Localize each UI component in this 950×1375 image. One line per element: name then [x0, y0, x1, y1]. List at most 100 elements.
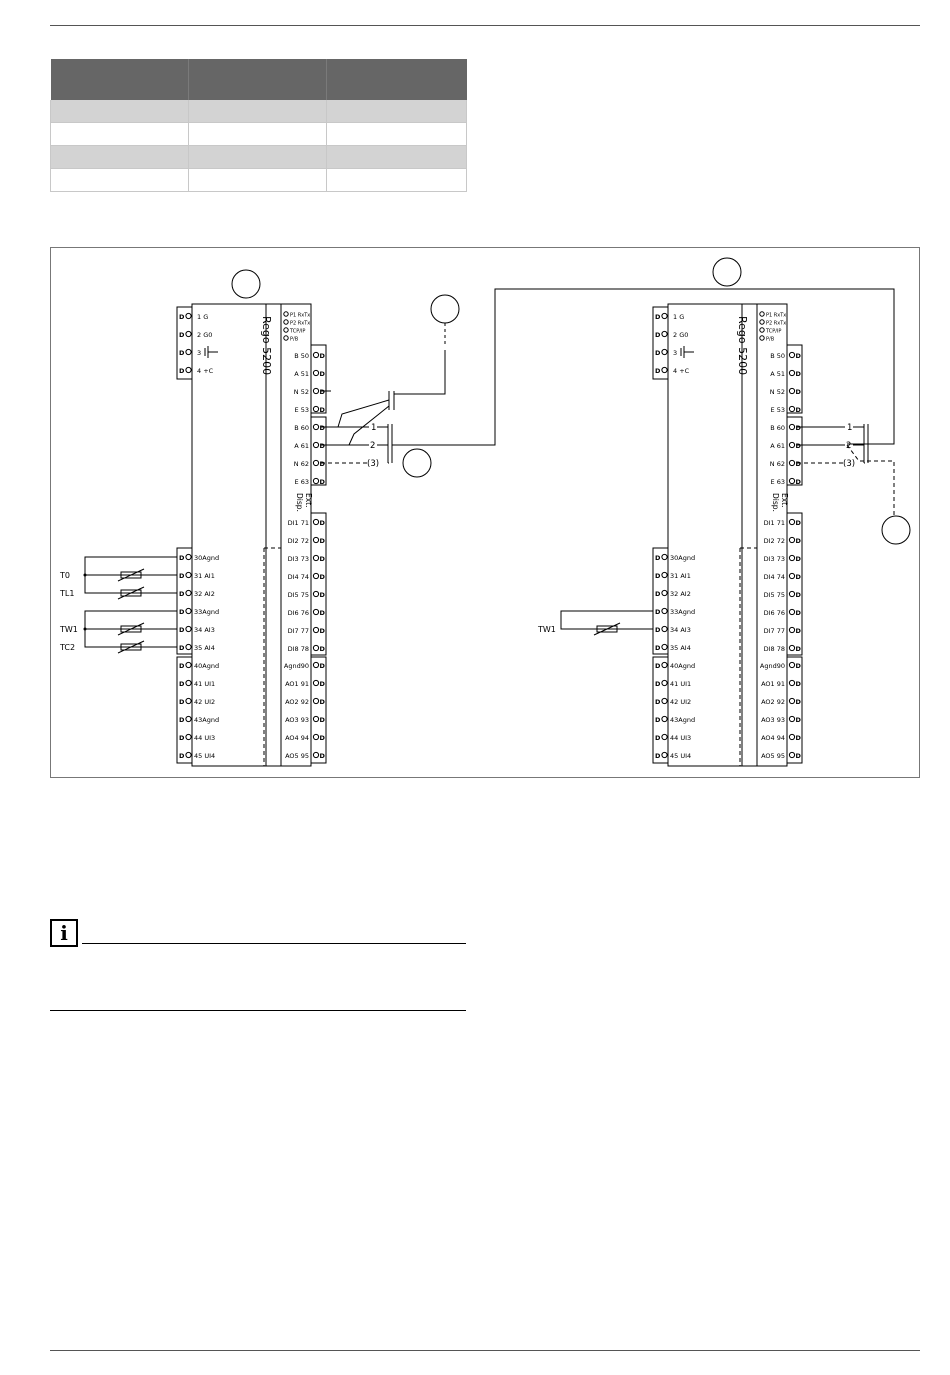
analog-output-terminal-d: D: [320, 698, 326, 706]
resistor-tw1-arrow: [117, 622, 145, 636]
digital-input-terminal-screw: [788, 536, 796, 544]
bus-wire-label: (3): [367, 459, 379, 469]
analog-input-terminal-d: D: [655, 752, 661, 760]
status-led-label: P/B: [766, 337, 775, 343]
analog-input-terminal-d: D: [179, 698, 185, 706]
analog-input-label: 33Agnd: [670, 608, 695, 616]
digital-input-terminal-screw: [788, 590, 796, 598]
digital-input-label: DI3 73: [764, 555, 785, 563]
analog-input-label: 42 UI2: [194, 698, 215, 706]
comm-terminal-d: D: [320, 442, 326, 450]
power-terminal-label: 2 G0: [673, 331, 688, 339]
analog-input-label: 34 AI3: [670, 626, 691, 634]
comm-connector-block-1: [310, 344, 327, 414]
analog-input-terminal-screw: [661, 607, 668, 615]
status-led-label: P2 RxTx: [766, 321, 786, 327]
analog-input-terminal-screw: [661, 643, 668, 651]
analog-input-label: 43Agnd: [670, 716, 695, 724]
comm-terminal-screw: [788, 441, 796, 449]
analog-output-label: AO2 92: [761, 698, 785, 706]
analog-input-label: 32 AI2: [194, 590, 215, 598]
analog-input-label: 45 UI4: [670, 752, 691, 760]
analog-output-terminal-screw: [312, 697, 320, 705]
comm-connector-block-2: [310, 416, 327, 486]
power-connector-block: [652, 306, 669, 380]
analog-output-terminal-d: D: [796, 698, 802, 706]
analog-input-terminal-d: D: [179, 608, 185, 616]
comm-terminal-label: N 62: [294, 460, 309, 468]
comm-terminal-label: E 63: [295, 478, 309, 486]
digital-input-terminal-d: D: [320, 645, 326, 653]
spec-table: [50, 59, 467, 192]
analog-output-terminal-screw: [788, 661, 796, 669]
comm-terminal-d: D: [796, 460, 802, 468]
power-terminal-screw: [661, 312, 668, 320]
digital-input-terminal-screw: [312, 554, 320, 562]
table-cell: [326, 145, 467, 169]
digital-input-label: DI7 77: [764, 627, 785, 635]
spec-table-header: [50, 59, 467, 100]
digital-input-label: DI7 77: [288, 627, 309, 635]
controller-body: [191, 303, 267, 767]
power-terminal-label: 1 G: [673, 313, 684, 321]
comm-terminal-screw: [788, 369, 796, 377]
table-cell: [326, 122, 467, 146]
analog-input-terminal-screw: [661, 553, 668, 561]
analog-input-terminal-d: D: [179, 734, 185, 742]
analog-input-terminal-screw: [185, 733, 192, 741]
digital-input-label: DI4 74: [288, 573, 309, 581]
analog-output-terminal-d: D: [796, 716, 802, 724]
comm-terminal-d: D: [796, 424, 802, 432]
comm-connector-block-2: [786, 416, 803, 486]
analog-output-terminal-screw: [312, 715, 320, 723]
comm-terminal-d: D: [796, 370, 802, 378]
table-cell: [326, 168, 467, 192]
resistor-tl1-arrow: [117, 586, 145, 600]
digital-input-label: DI5 75: [288, 591, 309, 599]
info-rule-top: [82, 943, 466, 944]
bus-wire-label: 2: [846, 441, 851, 451]
analog-output-label: AO1 91: [761, 680, 785, 688]
analog-input-terminal-d: D: [655, 554, 661, 562]
power-terminal-d: D: [655, 349, 661, 357]
callout-circle: [402, 448, 432, 478]
comm-terminal-d: D: [320, 406, 326, 414]
status-led: [759, 335, 765, 341]
digital-input-terminal-d: D: [796, 627, 802, 635]
status-led: [759, 311, 765, 317]
status-led: [283, 327, 289, 333]
resistor-tw1: [120, 625, 142, 633]
info-glyph: i: [60, 921, 68, 945]
analog-input-terminal-d: D: [655, 590, 661, 598]
power-terminal-screw: [661, 330, 668, 338]
loop-wire-2: [348, 405, 390, 446]
analog-output-terminal-d: D: [320, 752, 326, 760]
analog-input-terminal-screw: [185, 697, 192, 705]
analog-input-terminal-d: D: [179, 626, 185, 634]
power-terminal-screw: [185, 366, 192, 374]
sensor-label-right-tw1: TW1: [537, 625, 556, 634]
status-led-label: TCP/IP: [765, 329, 781, 335]
sensor-label-tl1: TL1: [59, 589, 74, 598]
analog-input-label: 43Agnd: [194, 716, 219, 724]
analog-input-terminal-d: D: [179, 644, 185, 652]
comm-terminal-label: B 50: [294, 352, 309, 360]
table-cell: [50, 168, 189, 192]
di-connector-block: [786, 512, 803, 656]
analog-input-terminal-screw: [185, 661, 192, 669]
comm-terminal-label: A 61: [294, 442, 309, 450]
power-terminal-d: D: [179, 331, 185, 339]
comm-terminal-d: D: [320, 352, 326, 360]
table-row: [50, 168, 467, 192]
comm-terminal-d: D: [320, 424, 326, 432]
callout-leader-right: [846, 444, 895, 516]
ext-disp-label: Disp.: [771, 493, 780, 512]
status-led-label: P2 RxTx: [290, 321, 310, 327]
info-icon: i: [50, 919, 78, 947]
comm-terminal-screw: [312, 477, 320, 485]
comm-terminal-screw: [312, 351, 320, 359]
digital-input-terminal-d: D: [320, 591, 326, 599]
analog-input-terminal-d: D: [655, 698, 661, 706]
comm-terminal-screw: [312, 441, 320, 449]
